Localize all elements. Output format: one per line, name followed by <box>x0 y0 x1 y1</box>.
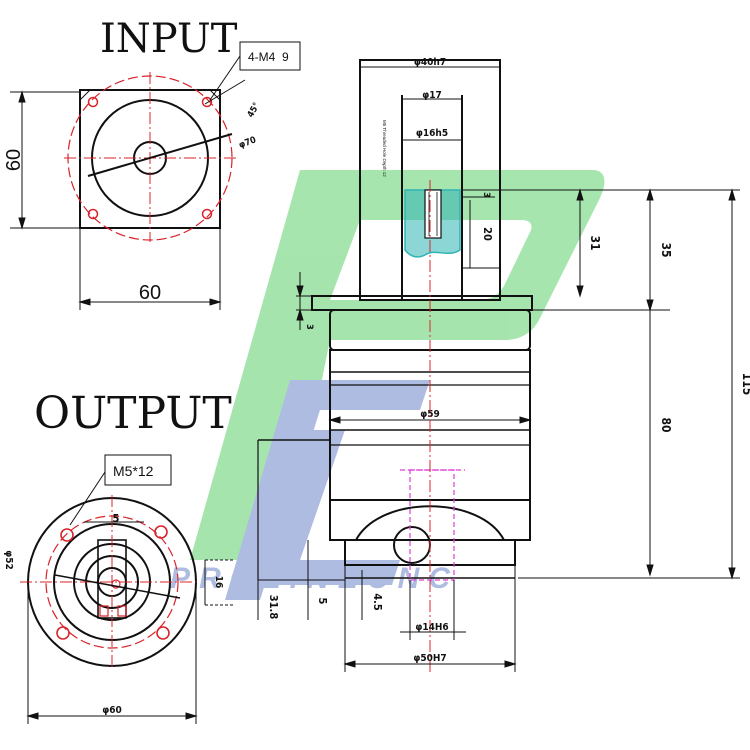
input-holes-callout: 4-M4 9 <box>248 50 289 64</box>
side-dim-5: 5 <box>316 598 329 605</box>
output-view: OUTPUT M5*12 5 16 <box>3 388 235 724</box>
side-dim-35: 35 <box>659 242 673 257</box>
side-dim-31-8: 31.8 <box>267 595 280 620</box>
side-dim-20: 20 <box>481 227 494 241</box>
side-input-bore-label: φ40h7 <box>414 57 446 68</box>
output-holes-callout: M5*12 <box>113 463 154 479</box>
output-title: OUTPUT <box>34 388 232 439</box>
side-output-shaft-label: φ14H6 <box>415 622 448 633</box>
input-view: INPUT 60 45° φ70 4- <box>3 16 301 310</box>
input-height-label: 60 <box>3 149 25 171</box>
output-key-height-label: 16 <box>213 576 224 589</box>
output-key-width-label: 5 <box>113 512 120 525</box>
side-hidden-shaft <box>409 469 455 581</box>
input-holes-callout-box <box>239 41 301 71</box>
side-dim-80: 80 <box>659 417 673 432</box>
side-body-dia-label: φ59 <box>420 409 440 420</box>
input-bolt-holes <box>87 96 213 220</box>
watermark-green-shape <box>190 170 605 560</box>
input-width-label: 60 <box>139 282 161 304</box>
side-inner-bore-label: φ17 <box>422 90 442 101</box>
side-view: φ40h7 φ17 φ16h5 M5 Threaded Hole Depth 1… <box>257 57 750 675</box>
output-bolt-holes <box>56 525 170 640</box>
side-flange-3: 3 <box>304 324 314 330</box>
side-dim-115: 115 <box>740 373 750 396</box>
input-angle-label: 45° <box>246 101 262 119</box>
side-dim-31: 31 <box>588 235 602 250</box>
side-shaft-fit-label: φ16h5 <box>416 128 448 139</box>
output-holes-callout-box <box>104 454 172 486</box>
side-dim-3-top: 3 <box>481 192 491 198</box>
output-pcd-label: φ52 <box>3 550 14 570</box>
watermark-blue-shape <box>225 380 430 600</box>
input-bolt-circle-label: φ70 <box>238 135 258 151</box>
side-thread-note: M5 Threaded Hole Depth 12 <box>382 120 387 177</box>
side-output-pilot-label: φ50H7 <box>413 653 446 664</box>
output-flange-width-label: φ60 <box>102 705 122 716</box>
side-dim-4-5: 4.5 <box>371 593 384 611</box>
input-title: INPUT <box>100 16 238 62</box>
